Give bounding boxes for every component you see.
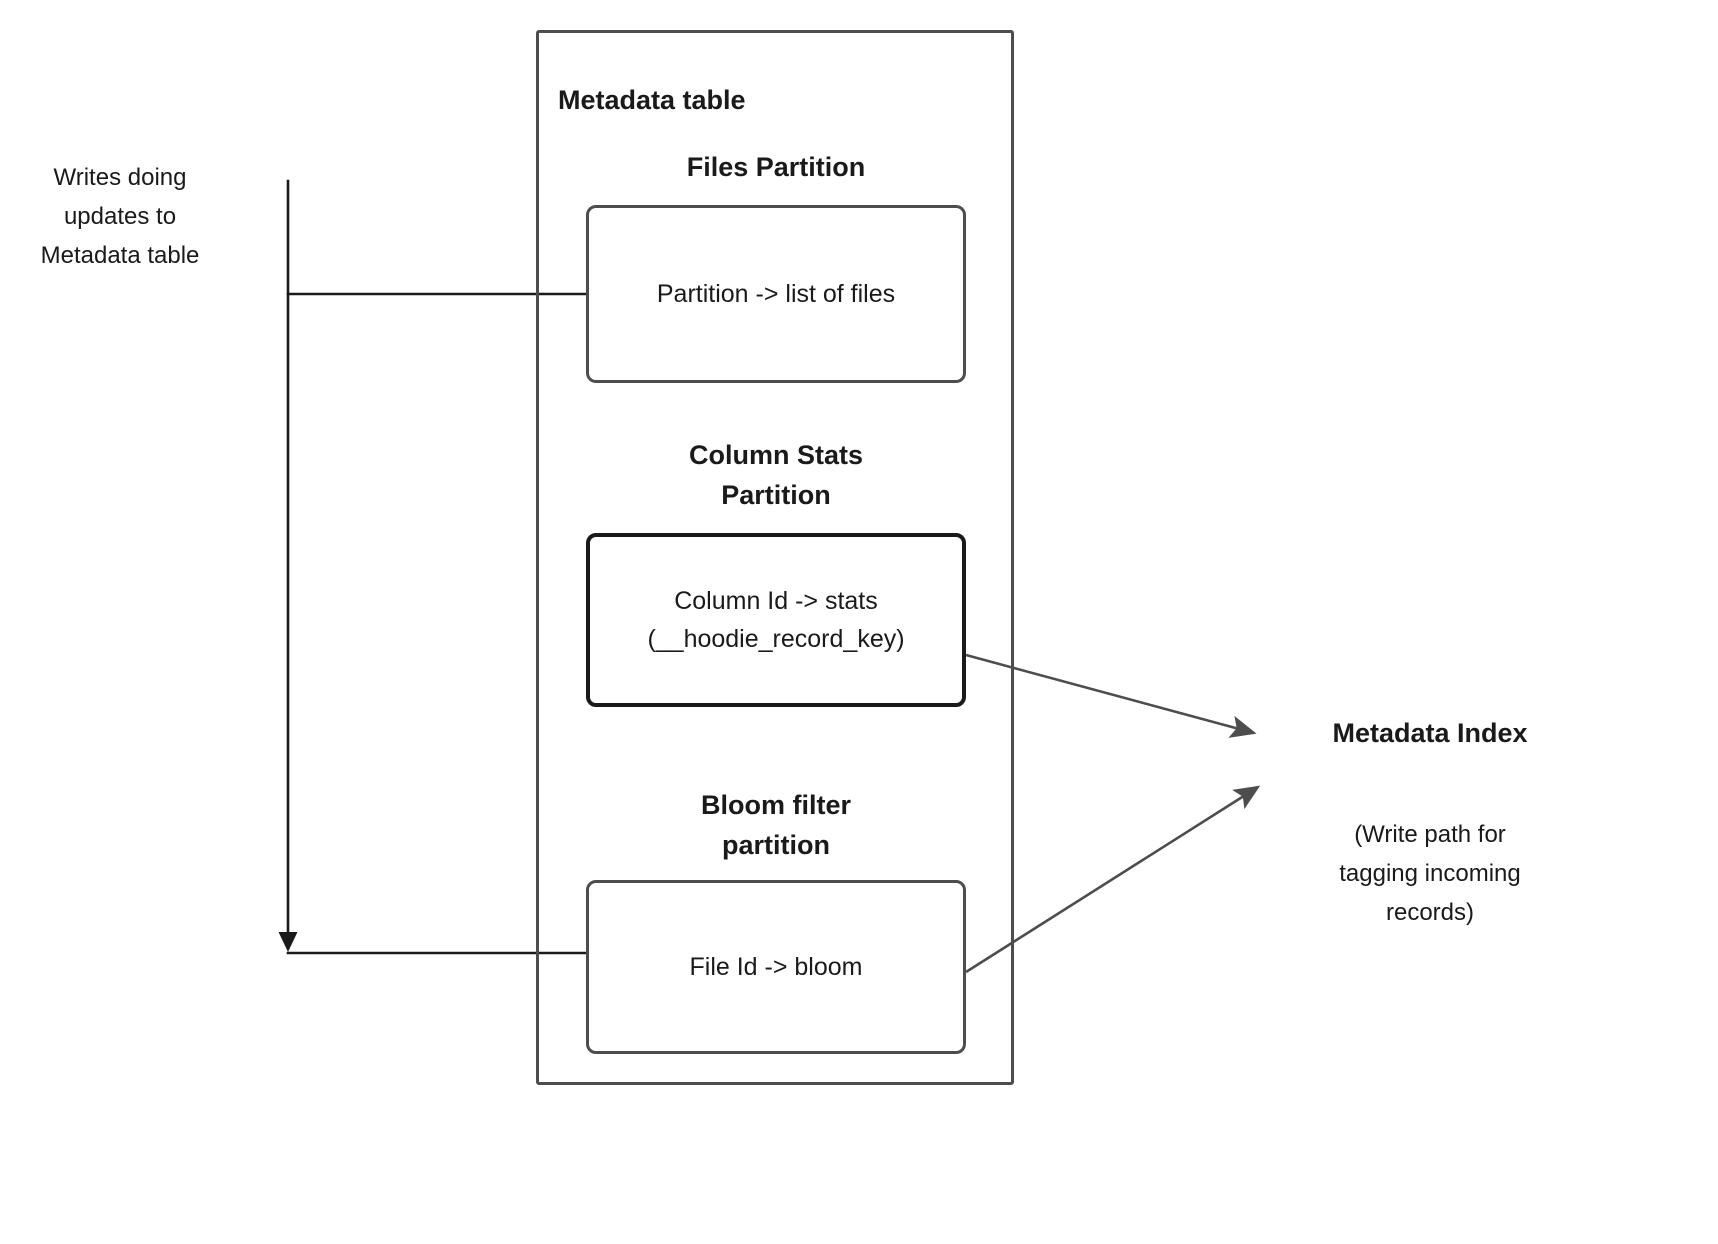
column-stats-partition-box: Column Id -> stats (__hoodie_record_key) — [586, 533, 966, 707]
files-partition-box: Partition -> list of files — [586, 205, 966, 383]
files-partition-box-text: Partition -> list of files — [656, 280, 896, 308]
bloom-filter-partition-box-text: File Id -> bloom — [689, 953, 863, 981]
column-stats-partition-heading: Column Stats Partition — [688, 440, 863, 510]
column-stats-partition-box-text: Column Id -> stats (__hoodie_record_key) — [647, 587, 905, 653]
bloom-filter-partition-box: File Id -> bloom — [586, 880, 966, 1054]
bloom-filter-partition-heading: Bloom filter partition — [700, 790, 851, 860]
metadata-index-caption: (Write path for tagging incoming records… — [1339, 821, 1521, 926]
files-partition-heading: Files Partition — [686, 152, 866, 182]
metadata-table-container — [536, 30, 1014, 1085]
writes-annotation-label: Writes doing updates to Metadata table — [40, 164, 200, 269]
metadata-table-title: Metadata table — [558, 85, 746, 115]
metadata-index-title: Metadata Index — [1332, 718, 1528, 748]
writes-trunk-line — [278, 179, 298, 952]
